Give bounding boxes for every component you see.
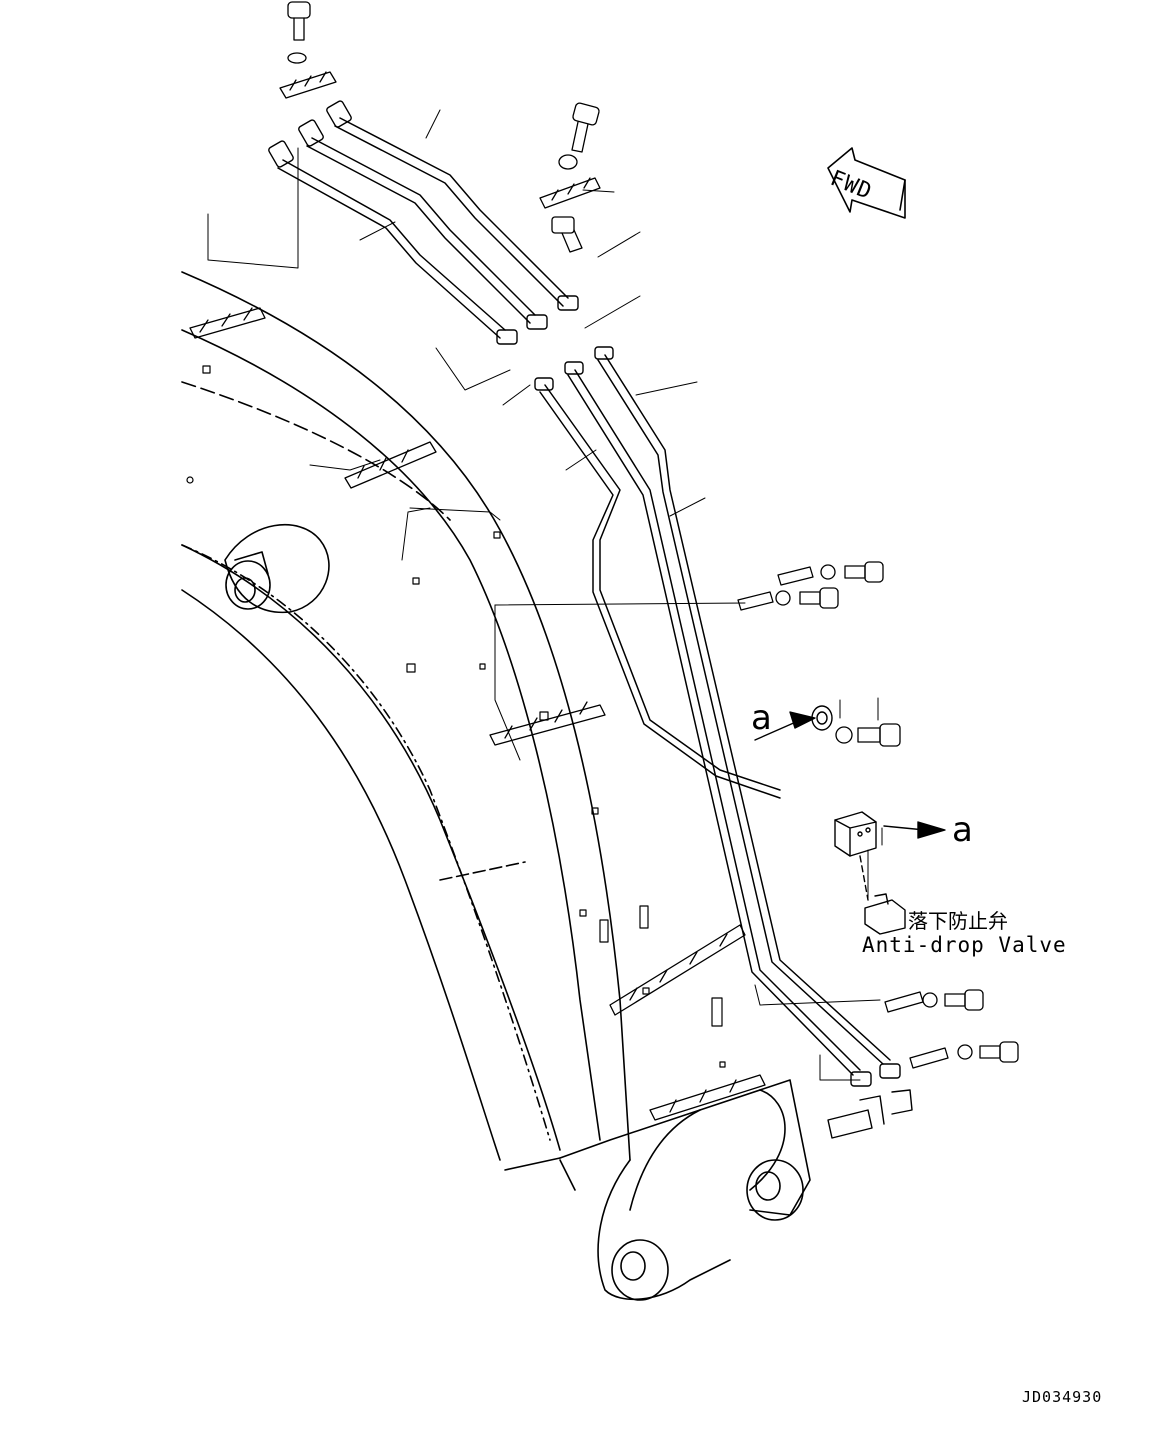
callout-label-to: a — [952, 810, 973, 850]
cylinder-pin-boss — [224, 523, 330, 614]
valve-label-chinese: 落下防止弁 — [908, 909, 1008, 933]
callout-label-from: a — [751, 698, 772, 738]
valve-label-english: Anti-drop Valve — [862, 933, 1067, 957]
fwd-direction-arrow — [827, 147, 906, 219]
boom-foot-pins — [611, 1159, 804, 1301]
boom-outline — [181, 271, 811, 1301]
tube-fittings — [268, 100, 913, 1139]
drawing-code: JD034930 — [1022, 1388, 1103, 1406]
tube-clamps — [189, 71, 949, 1121]
bolts-and-washers — [287, 1, 1019, 1063]
callout-arrows — [754, 711, 946, 839]
reference-lines — [207, 109, 883, 1081]
hydraulic-tubes — [277, 117, 891, 1076]
boom-mount-points — [186, 365, 726, 1068]
anti-drop-valve-block — [834, 811, 906, 935]
